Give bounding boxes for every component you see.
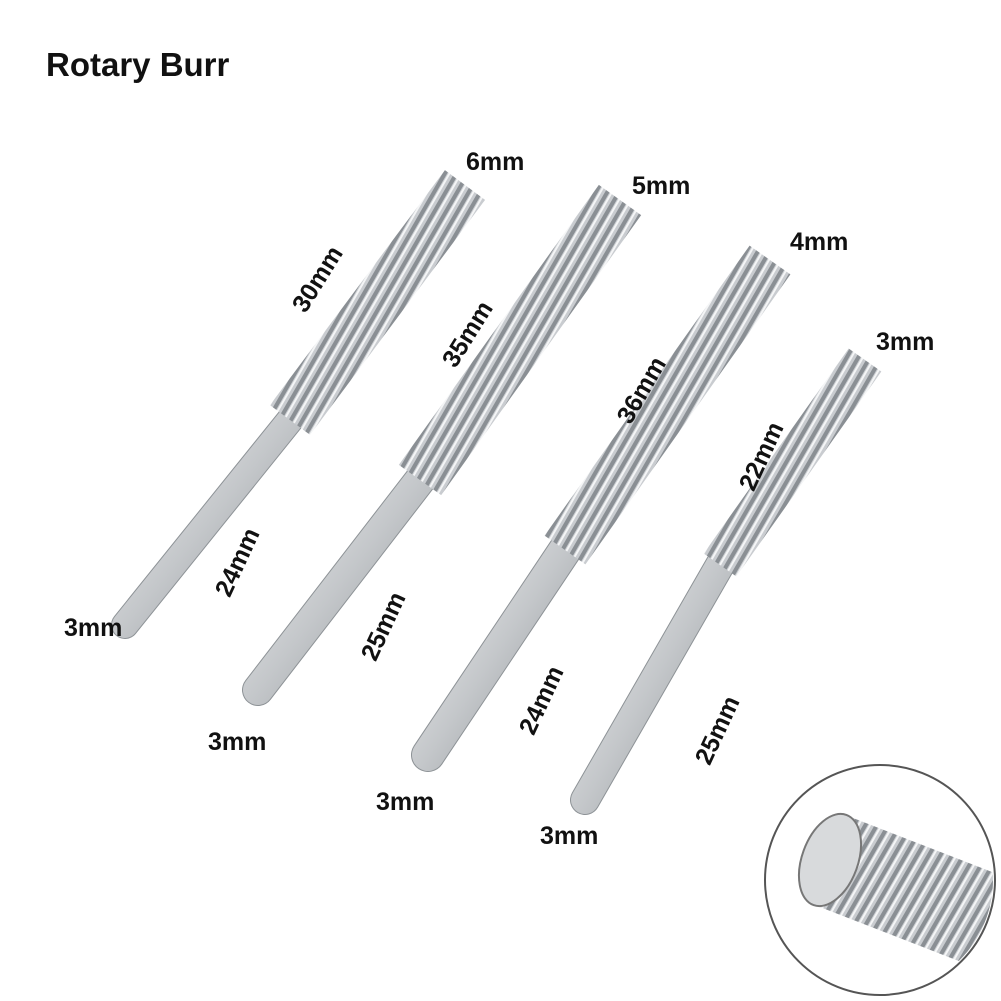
burr-cutting-head <box>398 184 642 496</box>
shank-diameter-label: 3mm <box>540 822 599 850</box>
head-diameter-label: 3mm <box>876 328 935 356</box>
shank-diameter-label: 3mm <box>208 728 267 756</box>
shank-diameter-label: 3mm <box>376 788 435 816</box>
rotary-burr-3 <box>411 245 791 772</box>
burr-cutting-head <box>269 170 486 435</box>
head-diameter-label: 4mm <box>790 228 849 256</box>
rotary-burr-4 <box>570 348 882 815</box>
inset-closeup <box>764 764 996 996</box>
burr-shank <box>412 534 581 771</box>
burr-shank <box>243 465 435 705</box>
burr-shank <box>112 407 303 638</box>
head-diameter-label: 5mm <box>632 172 691 200</box>
page-title: Rotary Burr <box>46 46 230 83</box>
burr-shank <box>571 551 734 814</box>
shank-diameter-label: 3mm <box>64 614 123 642</box>
head-diameter-label: 6mm <box>466 148 525 176</box>
burr-cutting-head <box>544 245 791 565</box>
rotary-burr-1 <box>111 170 486 639</box>
burr-cutting-head <box>703 348 882 577</box>
rotary-burr-2 <box>242 184 642 706</box>
